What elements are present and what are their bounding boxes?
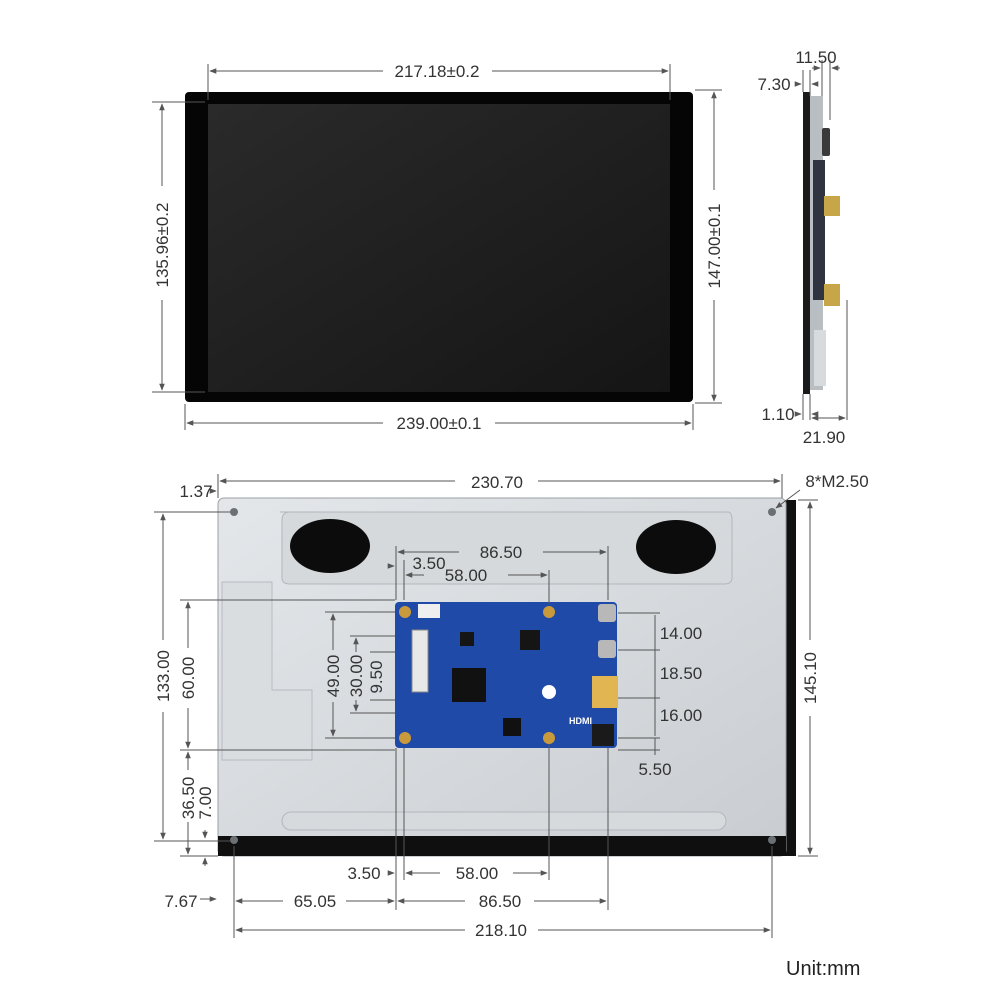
side-panel (803, 92, 810, 394)
usb-c-bottom (598, 640, 616, 658)
dim-depth-1-10: 1.10 (761, 405, 794, 424)
hdmi-label: HDMI (569, 716, 592, 726)
display-active-area (208, 104, 670, 392)
dim-height-60: 60.00 (179, 657, 198, 700)
dim-height-133: 133.00 (154, 650, 173, 702)
dim-bottom-3-5: 3.50 (347, 864, 380, 883)
dim-right-18-5: 18.50 (660, 664, 703, 683)
speaker-right (636, 520, 716, 574)
dim-bottom-86-5: 86.50 (479, 892, 522, 911)
driver-board: HDMI (395, 602, 618, 748)
ic-small-1 (520, 630, 540, 650)
plate-recess-left (221, 581, 313, 761)
usb-c-top (598, 604, 616, 622)
dim-bottom-65-05: 65.05 (294, 892, 337, 911)
dim-height-30: 30.00 (347, 655, 366, 698)
ic-main (452, 668, 486, 702)
hdmi-port (592, 676, 618, 708)
dim-board-width: 86.50 (480, 543, 523, 562)
side-button (822, 128, 830, 156)
side-board (813, 160, 825, 300)
pcb-hole-2 (543, 606, 555, 618)
screw-hole-top-right (768, 508, 776, 516)
pcb (395, 602, 617, 748)
dim-right-5-5: 5.50 (638, 760, 671, 779)
dim-active-height: 135.96±0.2 (153, 203, 172, 288)
dim-left-36-5: 36.50 (179, 777, 198, 820)
pcb-hole-3 (399, 732, 411, 744)
dim-back-overall-width: 230.70 (471, 473, 523, 492)
dim-bottom-58: 58.00 (456, 864, 499, 883)
dim-height-9-5: 9.50 (367, 660, 386, 693)
audio-jack (592, 724, 614, 746)
screw-hole-bottom-left (230, 836, 238, 844)
dim-depth-11-50: 11.50 (795, 48, 836, 67)
dim-board-inset: 3.50 (412, 554, 445, 573)
ic-small-2 (460, 632, 474, 646)
dim-screw-holes: 8*M2.50 (805, 472, 868, 491)
jst-connector (418, 604, 440, 618)
dim-active-width: 217.18±0.2 (395, 62, 480, 81)
screw-hole-top-left (230, 508, 238, 516)
unit-label: Unit:mm (786, 958, 861, 980)
dim-right-14: 14.00 (660, 624, 703, 643)
ic-secondary (503, 718, 521, 736)
dim-depth-7-30: 7.30 (757, 75, 790, 94)
side-view: 11.50 7.30 1.10 21.90 (757, 48, 848, 447)
dim-overall-height: 147.00±0.1 (705, 204, 724, 289)
dim-overall-width: 239.00±0.1 (397, 414, 482, 433)
dim-bottom-7-67: 7.67 (164, 892, 197, 911)
dim-bottom-218-1: 218.10 (475, 921, 527, 940)
front-view: 217.18±0.2 135.96±0.2 147.00±0.1 239.00±… (152, 62, 724, 433)
logo-mark (542, 685, 556, 699)
side-connector-top (824, 196, 840, 216)
speaker-left (290, 519, 370, 573)
plate-bottom-strip (218, 836, 786, 856)
pcb-hole-4 (543, 732, 555, 744)
screw-hole-bottom-right (768, 836, 776, 844)
dim-right-16: 16.00 (660, 706, 703, 725)
dim-right-height: 145.10 (801, 652, 820, 704)
dim-left-7: 7.00 (196, 786, 215, 819)
back-view: HDMI 230.70 1.37 8*M2.50 86.50 3.50 58.0… (154, 472, 869, 940)
side-foot (814, 330, 826, 386)
dim-board-hole-span: 58.00 (445, 566, 488, 585)
dim-depth-21-90: 21.90 (803, 428, 846, 447)
pcb-hole-1 (399, 606, 411, 618)
side-connector-bottom (824, 284, 840, 306)
dim-left-offset: 1.37 (179, 482, 212, 501)
plate-rail (281, 811, 727, 831)
dim-height-49: 49.00 (324, 655, 343, 698)
ffc-connector (411, 629, 429, 693)
